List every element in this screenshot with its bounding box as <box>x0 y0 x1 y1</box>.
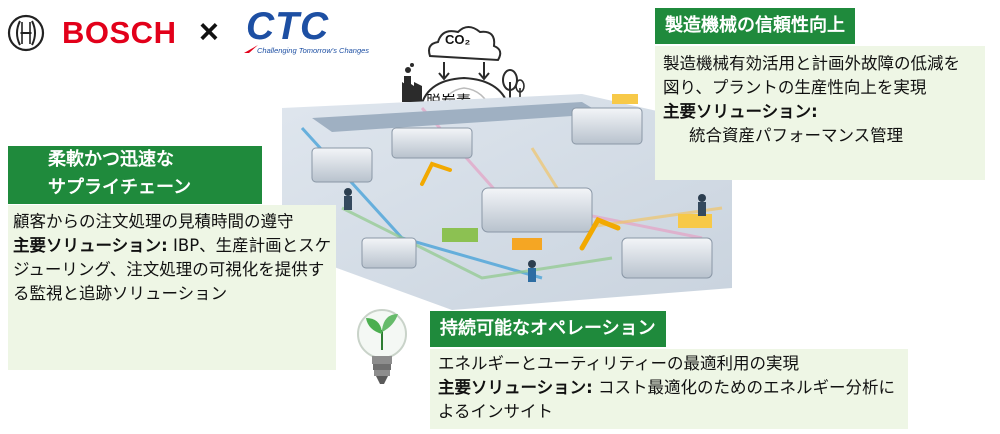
ctc-tagline: Challenging Tomorrow's Changes <box>257 46 370 55</box>
sustainable-ops-title: 持続可能なオペレーション <box>430 311 666 347</box>
supply-chain-solution-label: 主要ソリューション: <box>13 236 168 255</box>
lightbulb-sprout-icon <box>357 309 407 384</box>
ctc-swoosh-icon <box>244 45 258 53</box>
sustainable-ops-description: エネルギーとユーティリティーの最適利用の実現 <box>438 354 800 373</box>
factory-icon <box>402 63 422 102</box>
bosch-logo-icon <box>7 14 45 52</box>
reliability-solution-label: 主要ソリューション: <box>663 102 818 121</box>
reliability-title: 製造機械の信頼性向上 <box>655 8 855 44</box>
smart-factory-illustration <box>282 94 732 310</box>
supply-chain-title-line2: サプライチェーン <box>48 177 192 198</box>
supply-chain-title: 柔軟かつ迅速な サプライチェーン <box>8 146 262 204</box>
sustainable-ops-solution-text: コスト最適化のためのエネルギー分析によるインサイト <box>438 378 896 421</box>
cloud-icon <box>428 26 502 62</box>
sustainable-ops-solution-label: 主要ソリューション: <box>438 378 593 397</box>
supply-chain-description: 顧客からの注文処理の見積時間の遵守 <box>13 212 294 231</box>
sustainable-ops-panel: エネルギーとユーティリティーの最適利用の実現 主要ソリューション: コスト最適化… <box>430 349 908 429</box>
reliability-panel: 製造機械有効活用と計画外故障の低減を図り、プラントの生産性向上を実現 主要ソリュ… <box>655 46 985 180</box>
reliability-description: 製造機械有効活用と計画外故障の低減を図り、プラントの生産性向上を実現 <box>663 54 960 97</box>
supply-chain-solution-text: IBP、生産計画とスケジューリング、注文処理の可視化を提供する監視と追跡ソリュー… <box>13 236 332 303</box>
collaboration-times-sign: × <box>199 13 219 51</box>
co2-label: CO₂ <box>445 32 471 47</box>
supply-chain-panel: 顧客からの注文処理の見積時間の遵守 主要ソリューション: IBP、生産計画とスケ… <box>8 205 336 370</box>
reliability-solution-text: 統合資産パフォーマンス管理 <box>689 126 904 145</box>
ctc-wordmark: CTC <box>246 5 330 48</box>
supply-chain-title-line1: 柔軟かつ迅速な <box>48 149 174 170</box>
bosch-wordmark: BOSCH <box>62 15 177 50</box>
